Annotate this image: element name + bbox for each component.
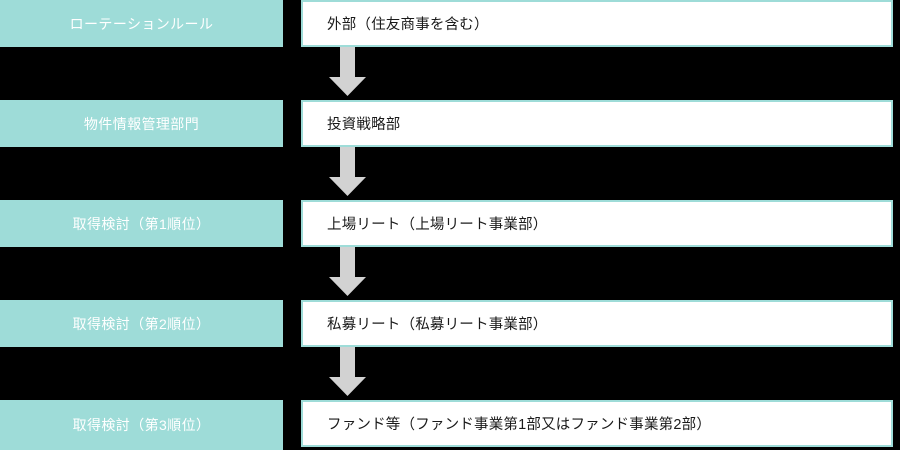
arrow-down-icon [329,347,366,396]
flow-row-body-text: 外部（住友商事を含む） [327,17,489,33]
flow-row-label-text: ローテーションルール [69,15,214,32]
flow-row-body: ファンド等（ファンド事業第1部又はファンド事業第2部） [301,400,893,447]
flow-row: 取得検討（第2順位） 私募リート（私募リート事業部） [0,300,900,347]
flow-row-label: ローテーションルール [0,0,283,47]
flow-row-body: 投資戦略部 [301,100,893,147]
flow-row: 取得検討（第1順位） 上場リート（上場リート事業部） [0,200,900,247]
arrow-down-icon [329,147,366,196]
flow-row-label: 物件情報管理部門 [0,100,283,147]
flow-row-label: 取得検討（第3順位） [0,400,283,450]
flow-row-body-text: ファンド等（ファンド事業第1部又はファンド事業第2部） [327,417,712,433]
flow-row-label: 取得検討（第1順位） [0,200,283,247]
flow-row-label: 取得検討（第2順位） [0,300,283,347]
flow-row-body-text: 私募リート（私募リート事業部） [327,317,548,333]
flow-connector [0,247,900,300]
flow-row: ローテーションルール 外部（住友商事を含む） [0,0,900,47]
arrow-down-icon [329,247,366,296]
flow-row-label-text: 物件情報管理部門 [83,115,200,132]
flow-row-label-text: 取得検討（第3順位） [72,417,211,433]
flow-row-body: 上場リート（上場リート事業部） [301,200,893,247]
flow-row: 物件情報管理部門 投資戦略部 [0,100,900,147]
flow-row: 取得検討（第3順位） ファンド等（ファンド事業第1部又はファンド事業第2部） [0,400,900,450]
flow-row-label-text: 取得検討（第1順位） [72,215,211,232]
flow-connector [0,347,900,400]
flow-row-label-text: 取得検討（第2順位） [72,315,211,332]
arrow-down-icon [329,47,366,96]
flow-row-body: 外部（住友商事を含む） [301,0,893,47]
flow-connector [0,47,900,100]
flow-connector [0,147,900,200]
flow-row-body: 私募リート（私募リート事業部） [301,300,893,347]
flow-row-body-text: 投資戦略部 [327,117,401,133]
flow-row-body-text: 上場リート（上場リート事業部） [327,217,548,233]
